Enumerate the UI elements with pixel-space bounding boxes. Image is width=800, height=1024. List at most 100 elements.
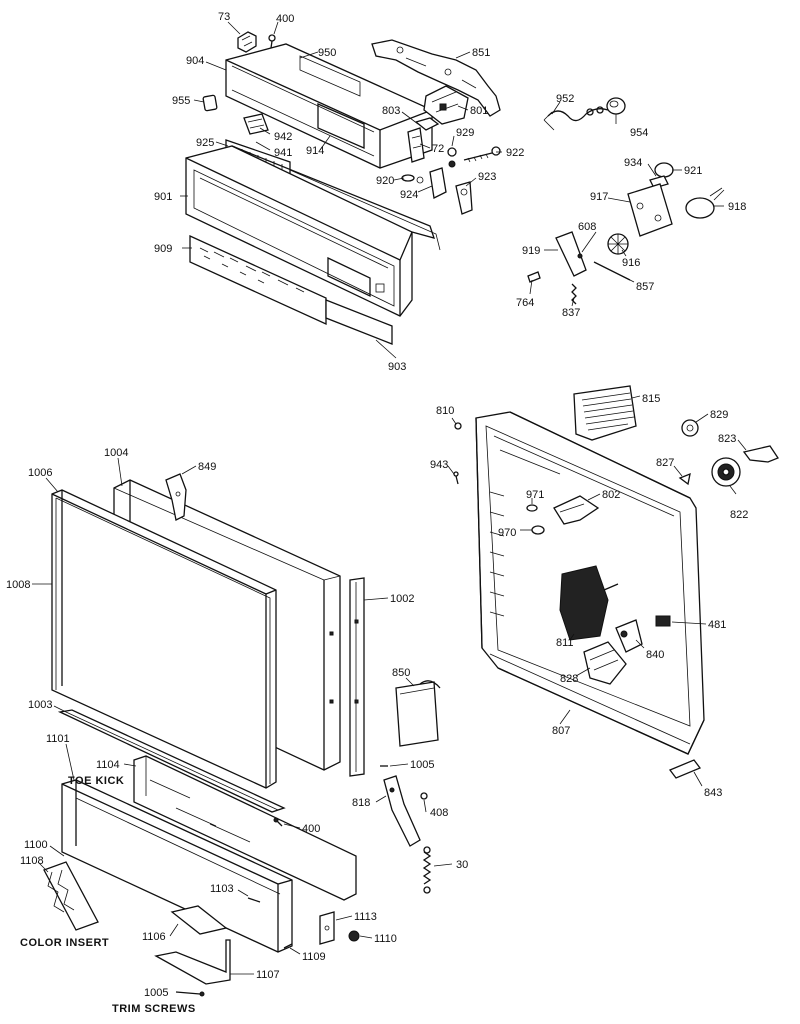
part-400-screw-lower bbox=[273, 817, 283, 827]
label-818: 818 bbox=[352, 797, 370, 809]
part-952-wire-harness bbox=[543, 106, 609, 131]
label-857: 857 bbox=[636, 281, 654, 293]
label-823: 823 bbox=[718, 433, 736, 445]
part-1107-bracket bbox=[154, 939, 231, 985]
label-971: 971 bbox=[526, 489, 544, 501]
part-810-screw bbox=[454, 422, 462, 430]
label-921: 921 bbox=[684, 165, 702, 177]
label-850: 850 bbox=[392, 667, 410, 679]
label-1104: 1104 bbox=[96, 759, 120, 771]
label-1100: 1100 bbox=[24, 839, 48, 851]
label-1113: 1113 bbox=[354, 911, 377, 923]
part-924-bracket bbox=[429, 167, 447, 199]
part-917-timer-bracket bbox=[627, 183, 673, 237]
part-481-label bbox=[655, 615, 671, 627]
part-851-bracket bbox=[371, 39, 501, 117]
label-923: 923 bbox=[478, 171, 496, 183]
part-408-screw bbox=[420, 792, 428, 800]
part-909-control-panel-insert bbox=[189, 234, 327, 326]
part-829-knob bbox=[681, 419, 699, 437]
label-811: 811 bbox=[556, 637, 574, 649]
label-916: 916 bbox=[622, 257, 640, 269]
label-408: 408 bbox=[430, 807, 448, 819]
part-1003-bottom-trim bbox=[57, 709, 286, 813]
label-400: 400 bbox=[276, 13, 294, 25]
label-807: 807 bbox=[552, 725, 570, 737]
label-1008: 1008 bbox=[6, 579, 30, 591]
label-822: 822 bbox=[730, 509, 748, 521]
part-1108-color-insert bbox=[43, 861, 99, 931]
part-923-bracket bbox=[455, 181, 473, 215]
label-764: 764 bbox=[516, 297, 534, 309]
part-934-strip bbox=[649, 175, 669, 189]
part-815-vent bbox=[573, 385, 637, 441]
label-901: 901 bbox=[154, 191, 172, 203]
part-811-dispenser bbox=[559, 565, 619, 641]
part-843-hinge bbox=[668, 759, 702, 779]
label-918: 918 bbox=[728, 201, 746, 213]
label-849: 849 bbox=[198, 461, 216, 473]
label-952: 952 bbox=[556, 93, 574, 105]
label-1006: 1006 bbox=[28, 467, 52, 479]
door-panel-group bbox=[51, 473, 365, 813]
part-929-knob bbox=[447, 147, 457, 168]
timer-motor-group bbox=[527, 97, 725, 305]
part-1106-bracket bbox=[170, 905, 228, 935]
part-971-seal bbox=[526, 504, 538, 512]
toe-kick-group bbox=[43, 680, 441, 997]
label-843: 843 bbox=[704, 787, 722, 799]
part-1100-lower-panel bbox=[61, 779, 293, 953]
label-1004: 1004 bbox=[104, 447, 128, 459]
label-955: 955 bbox=[172, 95, 190, 107]
label-904: 904 bbox=[186, 55, 204, 67]
label-1110: 1110 bbox=[374, 933, 397, 945]
part-823-latch bbox=[742, 445, 779, 463]
label-810: 810 bbox=[436, 405, 454, 417]
label-30: 30 bbox=[456, 859, 468, 871]
inner-door-group bbox=[453, 385, 779, 779]
label-829: 829 bbox=[710, 409, 728, 421]
label-481: 481 bbox=[708, 619, 726, 631]
part-903-panel-insert bbox=[325, 299, 393, 345]
label-1005: 1005 bbox=[410, 759, 434, 771]
part-1109-screw bbox=[283, 943, 293, 949]
part-1103-screw bbox=[247, 897, 261, 903]
label-917: 917 bbox=[590, 191, 608, 203]
part-918-motor bbox=[685, 187, 725, 219]
part-943-screw bbox=[453, 471, 459, 485]
label-922: 922 bbox=[506, 147, 524, 159]
label-72: 72 bbox=[432, 143, 444, 155]
part-1002-side-trim bbox=[349, 577, 365, 777]
part-802-dispenser-arm bbox=[553, 495, 600, 525]
part-840-bracket bbox=[615, 619, 643, 653]
label-827: 827 bbox=[656, 457, 674, 469]
leader-lines bbox=[32, 21, 747, 975]
part-950-control-housing bbox=[225, 43, 433, 169]
label-1109: 1109 bbox=[302, 951, 326, 963]
part-30-spring bbox=[422, 846, 432, 894]
label-920: 920 bbox=[376, 175, 394, 187]
label-toe-kick: TOE KICK bbox=[68, 775, 124, 787]
label-943: 943 bbox=[430, 459, 448, 471]
part-919-lever bbox=[555, 231, 587, 277]
part-1104-toe-kick-panel bbox=[133, 755, 357, 901]
label-828: 828 bbox=[560, 673, 578, 685]
part-1008-door-front-panel bbox=[51, 489, 277, 789]
label-1103: 1103 bbox=[210, 883, 234, 895]
part-922-screw bbox=[463, 146, 501, 163]
label-608: 608 bbox=[578, 221, 596, 233]
label-73: 73 bbox=[218, 11, 230, 23]
part-837-spring bbox=[571, 283, 577, 305]
part-920-washer bbox=[401, 174, 424, 184]
label-903: 903 bbox=[388, 361, 406, 373]
part-1113-bracket bbox=[319, 911, 335, 945]
part-764-pin bbox=[527, 271, 541, 283]
part-803-clip bbox=[414, 117, 440, 131]
label-1005-trim: 1005 bbox=[144, 987, 168, 999]
label-803: 803 bbox=[382, 105, 400, 117]
label-1108: 1108 bbox=[20, 855, 44, 867]
label-950: 950 bbox=[318, 47, 336, 59]
part-850-bracket bbox=[395, 680, 441, 747]
label-1002: 1002 bbox=[390, 593, 414, 605]
